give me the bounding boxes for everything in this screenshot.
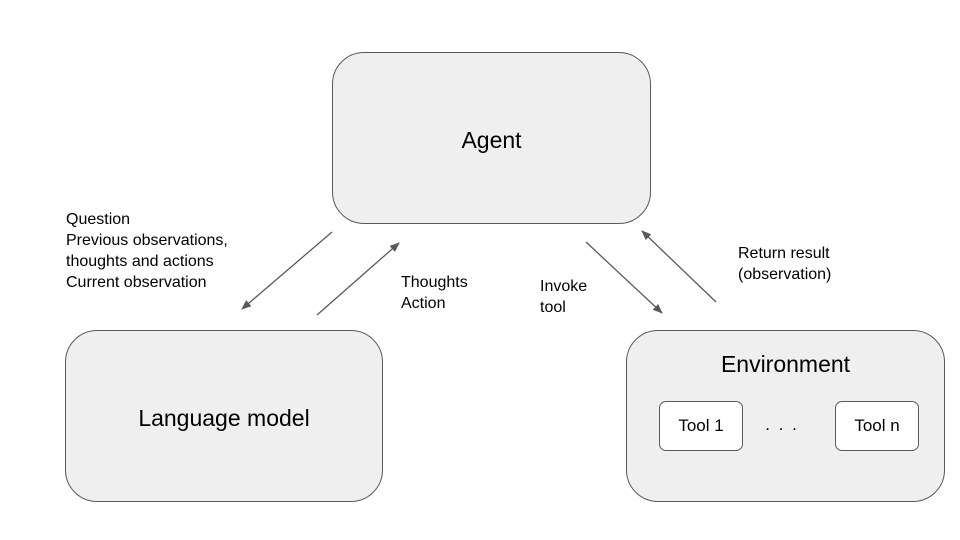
- edge-label-line: Previous observations,: [66, 232, 228, 249]
- edge-label-line: Invoke: [540, 278, 588, 295]
- edge-label-line: Question: [66, 211, 131, 228]
- arrow-environment-to-agent: [641, 230, 717, 303]
- edge-label-line: Current observation: [66, 274, 207, 291]
- edge-label-line: (observation): [738, 266, 832, 283]
- environment-node: Environment Tool 1 . . . Tool n: [626, 330, 945, 502]
- tool-1-box: Tool 1: [659, 401, 743, 451]
- agent-to-lm-label: Question Previous observations, thoughts…: [66, 209, 228, 293]
- edge-label-line: Action: [401, 295, 446, 312]
- lm-to-agent-label: Thoughts Action: [401, 272, 468, 314]
- tools-ellipsis: . . .: [765, 415, 799, 434]
- arrow-language-model-to-agent: [316, 242, 400, 316]
- tool-n-box: Tool n: [835, 401, 919, 451]
- language-model-label: Language model: [138, 405, 310, 431]
- arrow-agent-to-language-model: [241, 231, 333, 310]
- edge-label-line: Thoughts: [401, 274, 468, 291]
- language-model-node: Language model: [65, 330, 383, 502]
- edge-label-line: thoughts and actions: [66, 253, 214, 270]
- arrow-agent-to-environment: [585, 241, 663, 314]
- env-to-agent-label: Return result (observation): [738, 243, 831, 285]
- agent-label: Agent: [461, 127, 522, 153]
- edge-label-line: Return result: [738, 245, 830, 262]
- edge-label-line: tool: [540, 299, 566, 316]
- environment-label: Environment: [720, 351, 851, 377]
- agent-to-env-label: Invoke tool: [540, 276, 587, 318]
- agent-node: Agent: [332, 52, 651, 224]
